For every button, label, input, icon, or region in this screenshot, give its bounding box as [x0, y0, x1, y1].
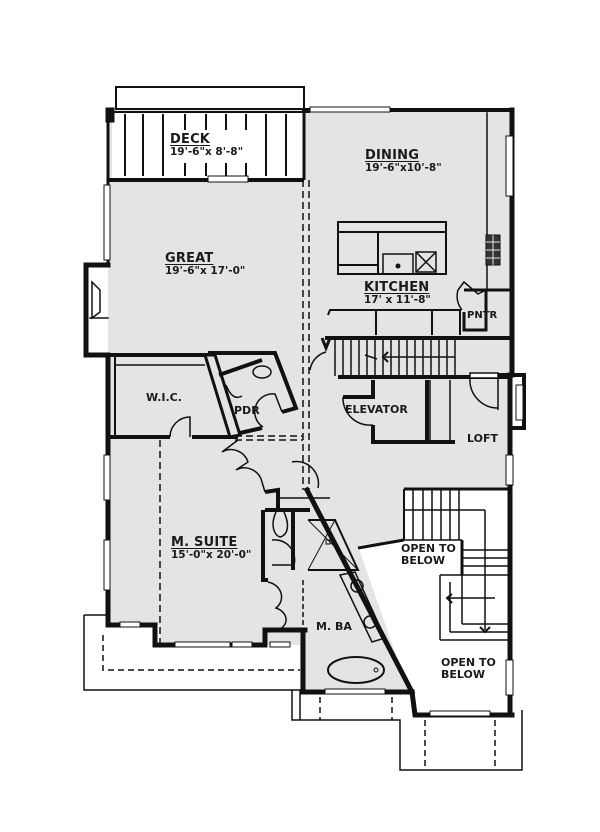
master-bath-fixtures: [302, 519, 387, 684]
room-dimensions: 17' x 11'-8": [364, 293, 431, 306]
room-master-bath: M. BA: [316, 621, 352, 633]
master-suite-doors: [221, 439, 330, 631]
room-dimensions: 19'-6"x10'-8": [365, 161, 442, 174]
room-loft: LOFT: [467, 433, 498, 445]
open-to-below-line1: OPEN TO: [441, 656, 496, 669]
open-to-below-area: [358, 490, 510, 710]
room-wic: W.I.C.: [146, 392, 182, 404]
room-deck: DECK 19'-6"x 8'-8": [170, 130, 243, 158]
open-to-below-line2: BELOW: [441, 667, 485, 681]
room-name: ELEVATOR: [345, 403, 408, 416]
room-great: GREAT 19'-6"x 17'-0": [165, 249, 245, 277]
room-master-suite: M. SUITE 15'-0"x 20'-0": [171, 533, 251, 561]
wic-powder: [108, 351, 299, 439]
room-name: DECK: [170, 132, 211, 147]
exterior-walls: [83, 106, 526, 718]
room-dimensions: 15'-0"x 20'-0": [171, 548, 252, 561]
room-dining: DINING 19'-6"x10'-8": [365, 146, 442, 174]
deck: [105, 86, 310, 183]
kitchen-fixtures: [327, 221, 512, 335]
porch-outline: [83, 614, 523, 771]
room-elevator: ELEVATOR: [345, 404, 408, 416]
room-name: PDR: [234, 404, 260, 417]
room-name: PNTR: [467, 310, 498, 321]
room-name: GREAT: [165, 251, 214, 266]
room-name: W.I.C.: [146, 391, 182, 404]
dashed-dividers: [159, 180, 310, 645]
room-powder: PDR: [234, 405, 260, 417]
room-name: M. BA: [316, 620, 352, 633]
room-kitchen: KITCHEN 17' x 11'-8": [364, 278, 431, 306]
room-name: KITCHEN: [364, 280, 430, 295]
room-name: DINING: [365, 148, 420, 163]
elevator-loft: [342, 372, 499, 444]
room-dimensions: 19'-6"x 17'-0": [165, 264, 246, 277]
secondary-stair: [357, 487, 512, 641]
open-to-below-upper: OPEN TO BELOW: [401, 543, 456, 566]
open-to-below-line2: BELOW: [401, 553, 445, 567]
open-to-below-line1: OPEN TO: [401, 542, 456, 555]
room-pantry: PNTR: [467, 310, 498, 322]
room-name: M. SUITE: [171, 535, 238, 550]
room-dimensions: 19'-6"x 8'-8": [170, 145, 244, 158]
open-to-below-lower: OPEN TO BELOW: [441, 657, 496, 680]
room-name: LOFT: [467, 432, 498, 445]
